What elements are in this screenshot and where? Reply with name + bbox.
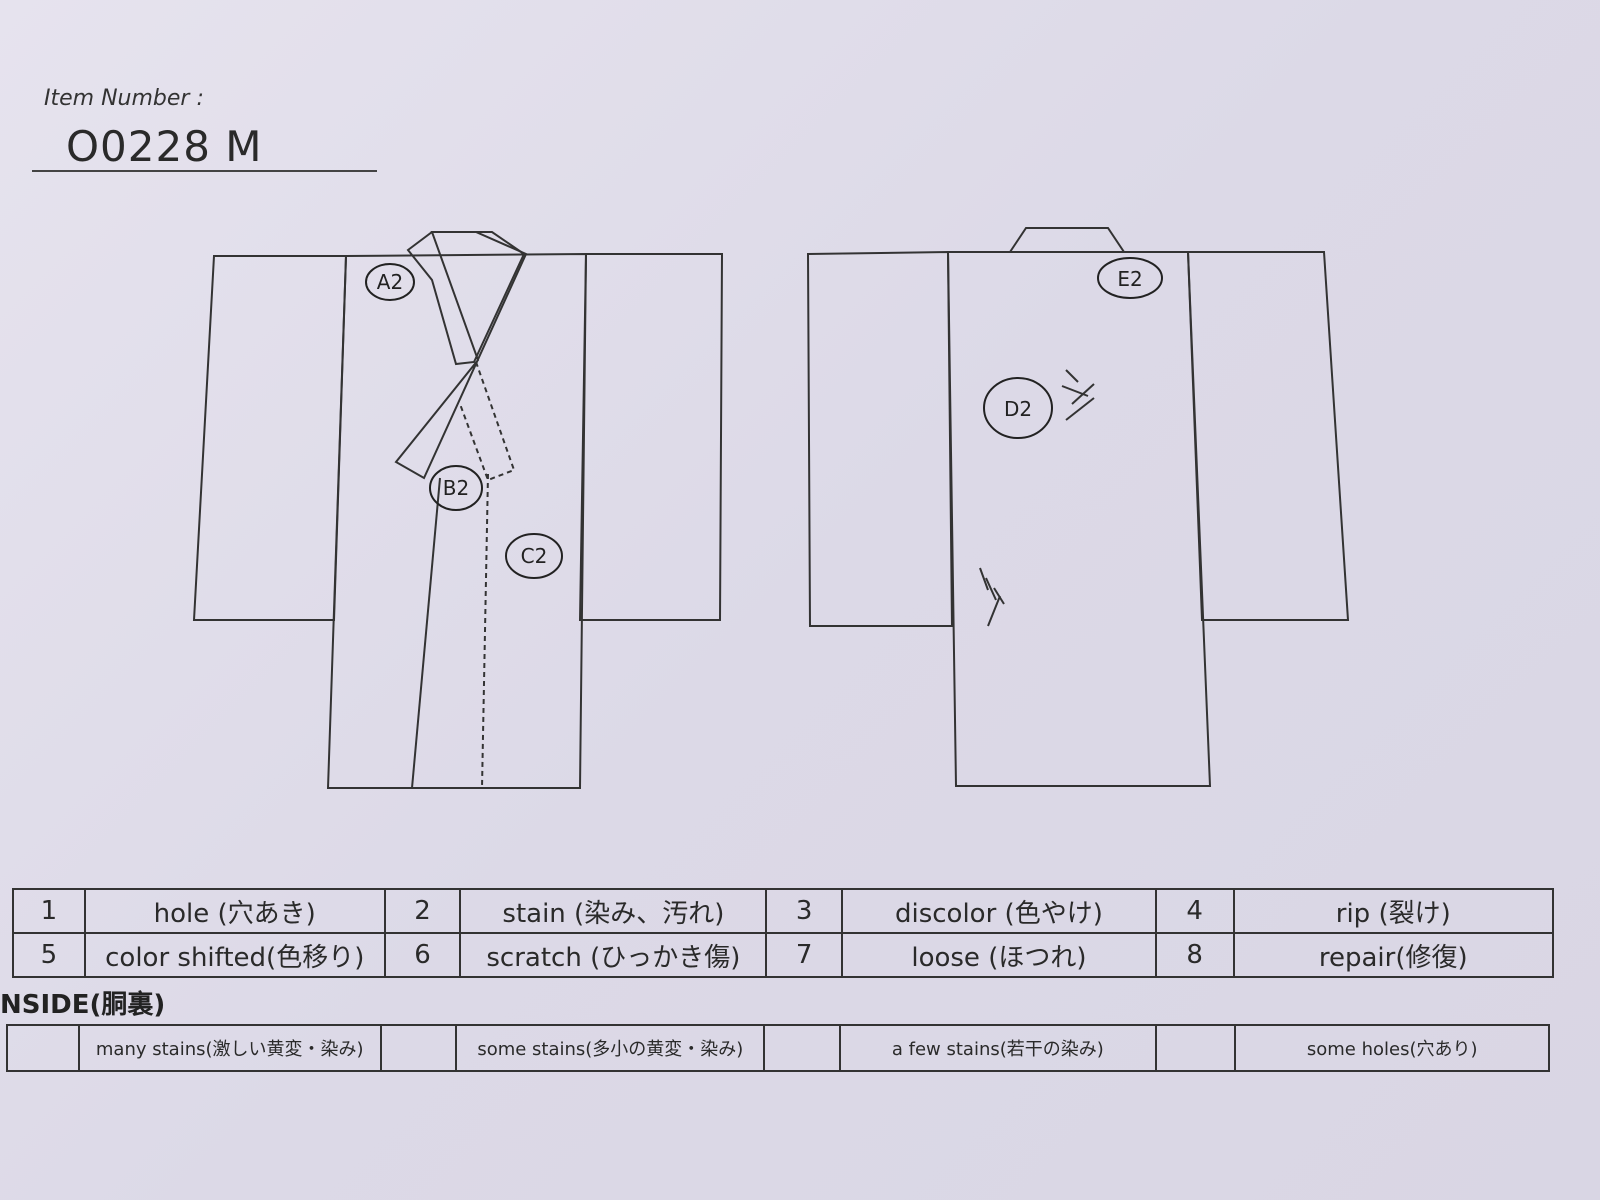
back-scratch-marks bbox=[979, 369, 1095, 627]
back-marker-d2-label: D2 bbox=[1004, 397, 1032, 421]
front-marker-c2-label: C2 bbox=[521, 544, 548, 568]
code-number: 4 bbox=[1154, 888, 1235, 934]
back-marker-e2-label: E2 bbox=[1117, 267, 1142, 291]
code-label: hole (穴あき) bbox=[83, 888, 386, 934]
back-marker-e2: E2 bbox=[1097, 257, 1163, 299]
front-marker-b2: B2 bbox=[429, 465, 483, 511]
back-left-sleeve bbox=[806, 250, 954, 627]
damage-codes-row: 1 hole (穴あき) 2 stain (染み、汚れ) 3 discolor … bbox=[12, 888, 1555, 934]
inside-condition-row: many stains(激しい黄変・染み) some stains(多小の黄変・… bbox=[6, 1024, 1550, 1072]
code-number: 1 bbox=[12, 888, 86, 934]
code-number: 5 bbox=[12, 932, 86, 978]
front-overlap-line bbox=[411, 477, 441, 789]
front-hidden-collar bbox=[459, 361, 516, 482]
code-label: stain (染み、汚れ) bbox=[459, 888, 768, 934]
back-right-sleeve bbox=[1186, 251, 1350, 621]
front-right-sleeve bbox=[578, 253, 724, 621]
code-number: 7 bbox=[765, 932, 844, 978]
code-number: 6 bbox=[383, 932, 462, 978]
front-marker-a2: A2 bbox=[365, 263, 415, 301]
front-marker-a2-label: A2 bbox=[377, 270, 403, 294]
front-body bbox=[326, 252, 588, 789]
front-marker-c2: C2 bbox=[505, 533, 563, 579]
code-label: color shifted(色移り) bbox=[83, 932, 386, 978]
code-number: 8 bbox=[1154, 932, 1235, 978]
back-marker-d2: D2 bbox=[983, 377, 1053, 439]
inside-condition-table: many stains(激しい黄変・染み) some stains(多小の黄変・… bbox=[6, 1024, 1550, 1072]
code-label: repair(修復) bbox=[1232, 932, 1555, 978]
code-label: discolor (色やけ) bbox=[841, 888, 1157, 934]
inside-checkbox[interactable] bbox=[1154, 1024, 1237, 1072]
code-number: 2 bbox=[383, 888, 462, 934]
inside-checkbox[interactable] bbox=[379, 1024, 458, 1072]
code-label: rip (裂け) bbox=[1232, 888, 1555, 934]
front-marker-b2-label: B2 bbox=[443, 476, 469, 500]
damage-codes-row: 5 color shifted(色移り) 6 scratch (ひっかき傷) 7… bbox=[12, 932, 1555, 978]
kimono-back-outline bbox=[806, 227, 1350, 787]
back-collar bbox=[1008, 227, 1126, 253]
item-number-label: Item Number : bbox=[44, 86, 204, 111]
front-collar-band bbox=[394, 231, 528, 480]
inside-option-label: some stains(多小の黄変・染み) bbox=[455, 1024, 766, 1072]
kimono-diagram: A2 B2 C2 E2 D2 bbox=[192, 227, 1350, 789]
code-number: 3 bbox=[765, 888, 844, 934]
damage-codes-table: 1 hole (穴あき) 2 stain (染み、汚れ) 3 discolor … bbox=[12, 888, 1555, 978]
inside-section-title: NSIDE(胴裏) bbox=[0, 990, 166, 1020]
item-number-value: O0228 M bbox=[66, 122, 263, 171]
front-left-sleeve bbox=[192, 255, 348, 621]
item-number-underline bbox=[32, 170, 377, 172]
inside-checkbox[interactable] bbox=[763, 1024, 842, 1072]
inside-checkbox[interactable] bbox=[6, 1024, 80, 1072]
inside-option-label: many stains(激しい黄変・染み) bbox=[77, 1024, 382, 1072]
inside-option-label: a few stains(若干の染み) bbox=[839, 1024, 1157, 1072]
kimono-front-outline bbox=[192, 231, 724, 789]
code-label: scratch (ひっかき傷) bbox=[459, 932, 768, 978]
code-label: loose (ほつれ) bbox=[841, 932, 1157, 978]
back-body bbox=[946, 251, 1212, 787]
inside-option-label: some holes(穴あり) bbox=[1234, 1024, 1550, 1072]
front-hidden-seam bbox=[481, 473, 489, 789]
